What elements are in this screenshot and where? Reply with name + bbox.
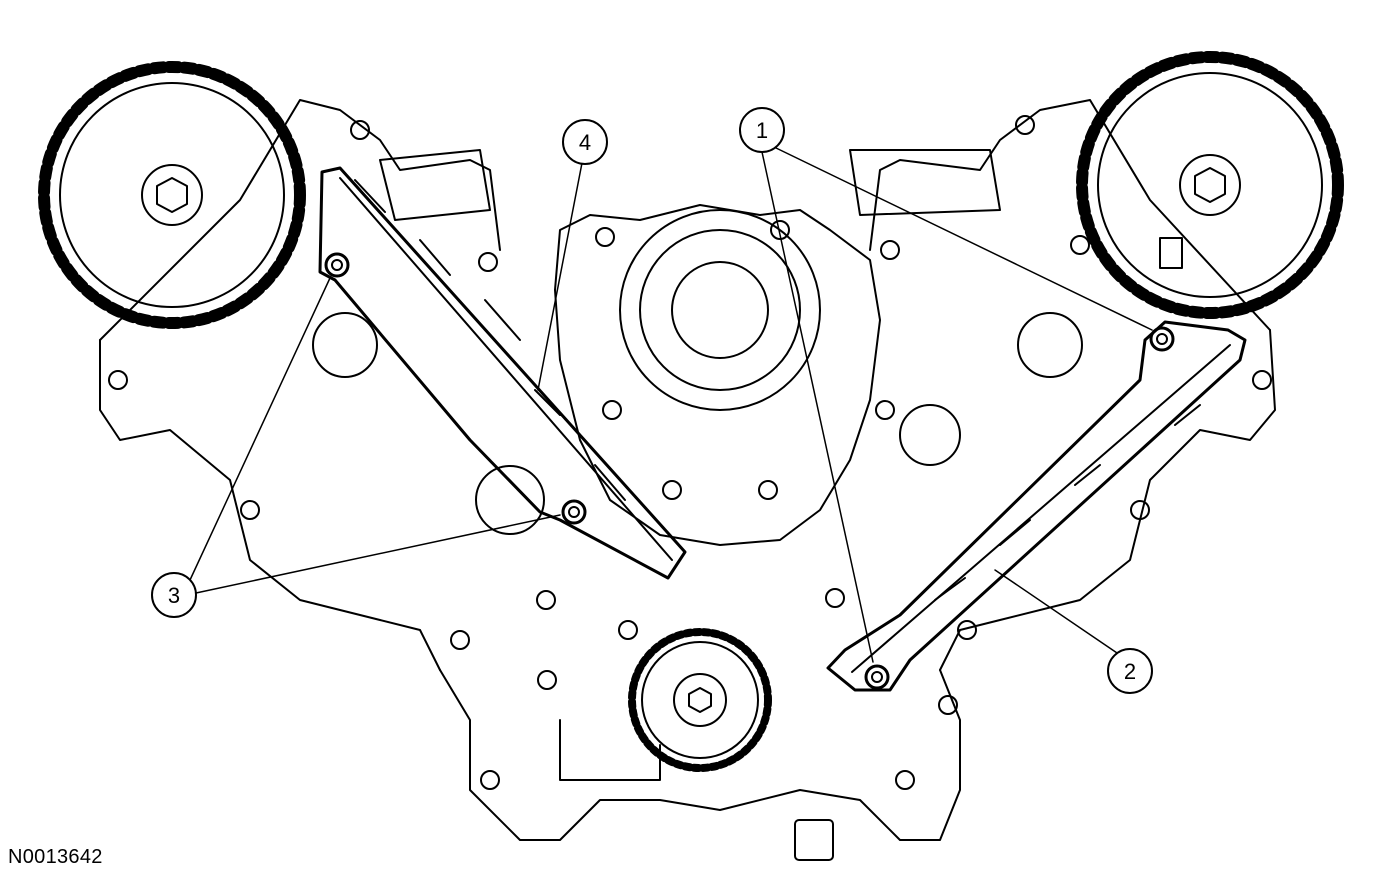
right-timing-chain-guide	[826, 320, 1247, 692]
callout-2: 2	[1107, 648, 1153, 694]
callout-3: 3	[151, 572, 197, 618]
engine-block-outline	[99, 99, 1276, 841]
guide-bolt-upper-right	[1149, 326, 1175, 352]
crankshaft-sprocket	[559, 628, 834, 861]
callout-4-label: 4	[579, 130, 591, 155]
left-camshaft-sprocket	[38, 61, 306, 329]
callout-4: 4	[562, 119, 608, 165]
left-timing-chain-guide	[318, 166, 687, 580]
right-camshaft-sprocket	[1076, 51, 1344, 319]
guide-bolt-lower-left	[561, 499, 587, 525]
guide-bolt-upper-left	[324, 252, 350, 278]
callout-2-label: 2	[1124, 659, 1136, 684]
leader-lines	[189, 146, 1153, 663]
guide-bolt-lower-right	[864, 664, 890, 690]
callout-1-label: 1	[756, 118, 768, 143]
callout-1: 1	[739, 107, 785, 153]
callout-3-label: 3	[168, 583, 180, 608]
figure-id: N0013642	[8, 846, 103, 868]
